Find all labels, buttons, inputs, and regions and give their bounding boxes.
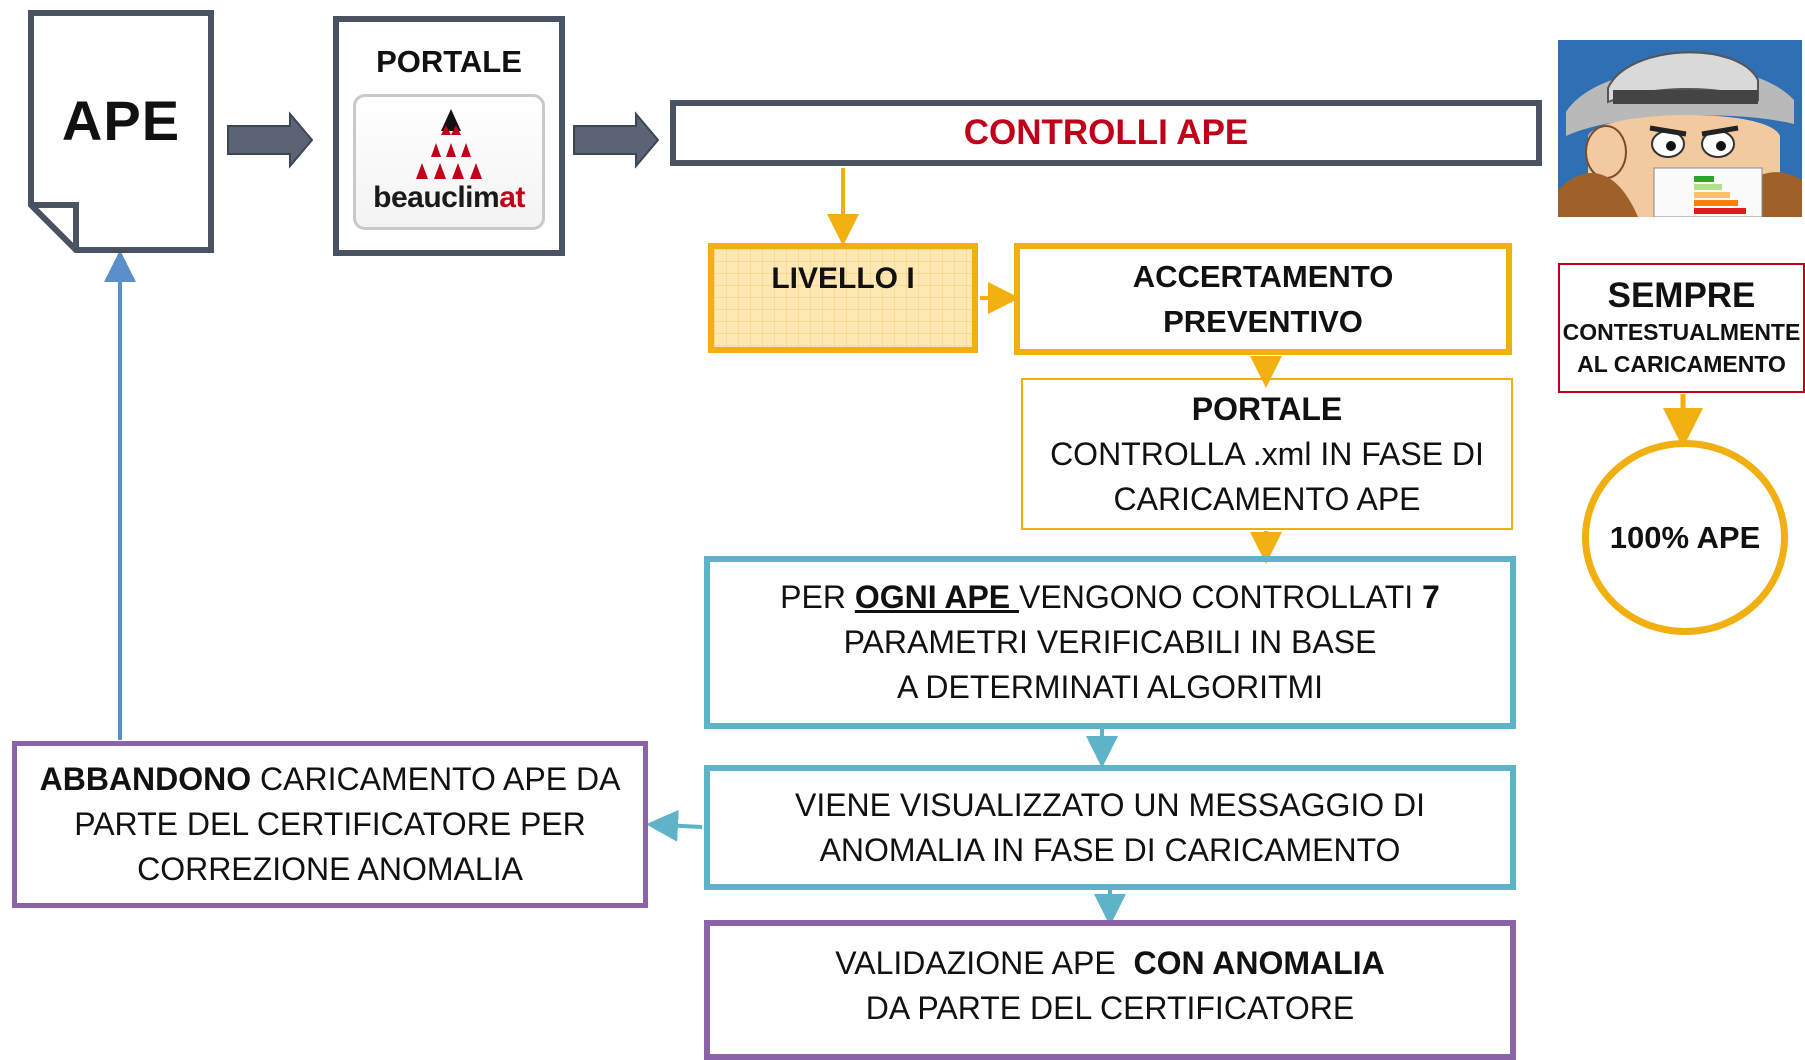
abbandono-line3: CORREZIONE ANOMALIA (137, 851, 523, 887)
abbandono-box: ABBANDONO CARICAMENTO APE DA PARTE DEL C… (12, 741, 648, 908)
arrow-ape-to-portale (227, 111, 314, 169)
sempre-line2: AL CARICAMENTO (1577, 351, 1786, 377)
validazione-line2: DA PARTE DEL CERTIFICATORE (865, 990, 1355, 1026)
portale-controlla-line2: CARICAMENTO APE (1113, 480, 1421, 517)
messaggio-line2: ANOMALIA IN FASE DI CARICAMENTO (819, 831, 1401, 868)
sempre-line1: CONTESTUALMENTE (1562, 319, 1801, 345)
controlli-ape-box: CONTROLLI APE (670, 100, 1542, 166)
detective-illustration (1558, 40, 1802, 217)
messaggio-anomalia-box: VIENE VISUALIZZATO UN MESSAGGIO DI ANOMA… (704, 765, 1516, 890)
per-ogni-line3: A DETERMINATI ALGORITMI (896, 669, 1324, 705)
validazione-ape-box: VALIDAZIONE APE CON ANOMALIA DA PARTE DE… (704, 920, 1516, 1060)
beauclimat-logo: beauclimat (353, 94, 545, 230)
arrow-messaggio-to-abbandono (646, 809, 703, 842)
cento-percento-ape-circle: 100% APE (1582, 440, 1788, 635)
validazione-line1: VALIDAZIONE APE CON ANOMALIA (835, 945, 1385, 981)
ape-document: APE (28, 10, 214, 253)
accertamento-preventivo-box: ACCERTAMENTO PREVENTIVO (1014, 243, 1512, 355)
sempre-title: SEMPRE (1607, 276, 1756, 315)
beauclimat-triangles-icon (416, 109, 482, 179)
controlli-ape-title: CONTROLLI APE (963, 113, 1249, 152)
accertamento-line2: PREVENTIVO (1163, 304, 1363, 339)
portale-controlla-title: PORTALE (1191, 390, 1343, 427)
ape-label: APE (61, 89, 181, 152)
accertamento-line1: ACCERTAMENTO (1132, 259, 1394, 294)
per-ogni-line2: PARAMETRI VERIFICABILI IN BASE (843, 624, 1377, 660)
livello-i-label: LIVELLO I (771, 262, 915, 295)
portale-controlla-box: PORTALE CONTROLLA .xml IN FASE DI CARICA… (1021, 378, 1513, 530)
per-ogni-ape-box: PER OGNI APE VENGONO CONTROLLATI 7 PARAM… (704, 556, 1516, 729)
abbandono-line2: PARTE DEL CERTIFICATORE PER (74, 806, 586, 842)
portale-box: PORTALE beauclimat (333, 16, 565, 256)
portale-title: PORTALE (376, 44, 522, 79)
beauclimat-wordmark: beauclimat (373, 181, 525, 214)
cento-percento-ape-label: 100% APE (1609, 519, 1761, 555)
messaggio-line1: VIENE VISUALIZZATO UN MESSAGGIO DI (794, 786, 1426, 823)
portale-controlla-line1: CONTROLLA .xml IN FASE DI (1050, 435, 1484, 472)
abbandono-line1: ABBANDONO CARICAMENTO APE DA (39, 761, 621, 797)
arrow-portale-to-controlli (573, 111, 660, 169)
sempre-box: SEMPRE CONTESTUALMENTE AL CARICAMENTO (1558, 263, 1805, 393)
document-icon (28, 10, 214, 253)
per-ogni-line1: PER OGNI APE VENGONO CONTROLLATI 7 (780, 579, 1440, 615)
livello-i-box: LIVELLO I (708, 243, 978, 353)
